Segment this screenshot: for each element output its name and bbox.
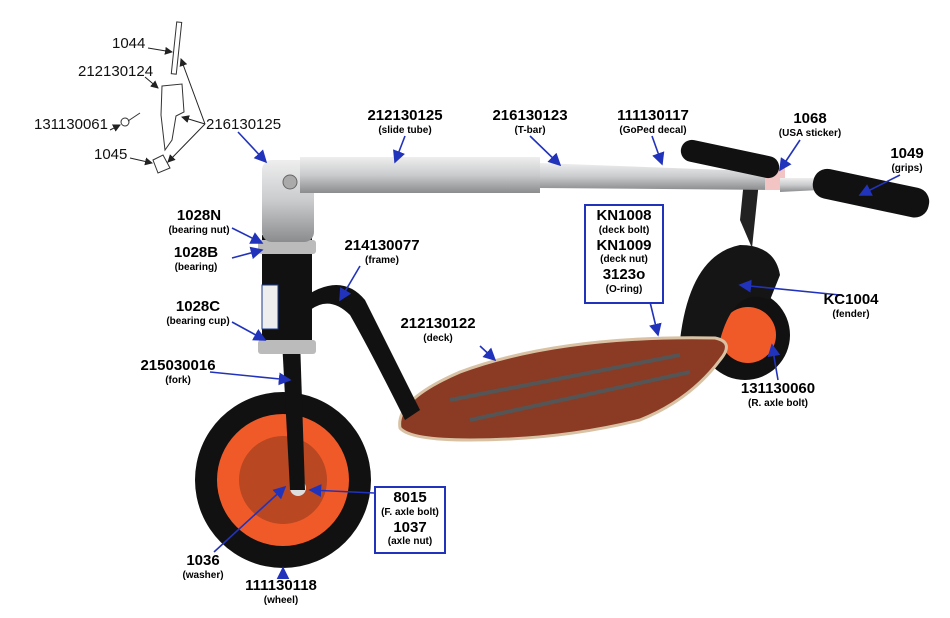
part-desc: (fork) — [165, 374, 191, 386]
callout-bearing-nut: 1028N(bearing nut) — [168, 207, 230, 236]
part-desc: (deck bolt) — [598, 224, 650, 236]
callout-fork: 215030016(fork) — [140, 357, 216, 386]
part-number: 1037 — [393, 518, 427, 536]
part-number: 1049 — [890, 145, 924, 162]
leader-arrow — [529, 135, 562, 167]
leader-arrow — [651, 135, 665, 166]
fender — [680, 245, 780, 340]
part-number: 212130122 — [400, 315, 476, 332]
part-label-1045: 1045 — [94, 146, 128, 163]
leader-arrow — [167, 123, 206, 163]
leader-arrow — [779, 139, 801, 172]
part-number: 1068 — [793, 110, 827, 127]
leader-arrow — [767, 343, 781, 381]
part-number: 8015 — [393, 489, 427, 506]
leader-arrow — [308, 484, 375, 497]
callout-wheel: 111130118(wheel) — [245, 577, 317, 606]
part-desc: (grips) — [891, 162, 923, 174]
part-number: 216130123 — [492, 107, 568, 124]
part-desc: (washer) — [182, 569, 224, 581]
part-number: 215030016 — [140, 357, 216, 374]
part-number: 1036 — [186, 552, 220, 569]
part-desc: (deck) — [423, 332, 453, 344]
exploded-clamp-parts — [120, 21, 185, 174]
part-desc: (slide tube) — [378, 124, 432, 136]
leader-arrow — [147, 46, 173, 55]
leader-arrow — [231, 321, 267, 341]
leader-arrow — [213, 485, 287, 553]
callout-bearing: 1028B(bearing) — [173, 244, 219, 273]
right-grip — [812, 168, 930, 218]
part-desc: (R. axle bolt) — [747, 397, 809, 409]
slide-tube — [300, 157, 540, 193]
part-desc: (F. axle bolt) — [381, 506, 439, 518]
part-label-216130125: 216130125 — [206, 116, 282, 133]
leader-arrow — [129, 157, 153, 166]
callout-r-axle-bolt: 131130060(R. axle bolt) — [740, 380, 816, 409]
callout-box-deck-hardware: KN1008(deck bolt) KN1009(deck nut) 3123o… — [584, 204, 664, 304]
part-desc: (frame) — [365, 254, 399, 266]
part-label-212130124: 212130124 — [78, 63, 154, 80]
part-label-131130061: 131130061 — [34, 116, 108, 133]
part-number: 214130077 — [344, 237, 420, 254]
part-number: 111130117 — [617, 107, 689, 124]
t-bar — [540, 163, 780, 190]
leader-arrow — [231, 246, 264, 260]
leader-arrow — [479, 345, 497, 362]
callout-t-bar: 216130123(T-bar) — [492, 107, 568, 136]
part-number: 111130118 — [245, 577, 317, 594]
part-desc: (T-bar) — [514, 124, 546, 136]
left-grip — [680, 139, 780, 179]
part-label-1044: 1044 — [112, 35, 146, 52]
leader-arrow — [231, 227, 264, 244]
part-desc: (bearing) — [174, 261, 218, 273]
part-desc: (bearing nut) — [168, 224, 230, 236]
callout-bearing-cup: 1028C(bearing cup) — [166, 298, 230, 327]
callout-fender: KC1004(fender) — [823, 291, 879, 320]
part-number: 1028N — [176, 207, 222, 224]
part-desc: (deck nut) — [600, 254, 648, 265]
frame — [300, 285, 420, 420]
deck — [398, 336, 728, 442]
part-number: KN1008 — [596, 207, 652, 224]
part-number: 1028B — [173, 244, 219, 261]
part-desc: (GoPed decal) — [619, 124, 687, 136]
part-desc: (fender) — [832, 308, 870, 320]
callout-usa-sticker: 1068(USA sticker) — [778, 110, 842, 139]
leader-arrow — [738, 279, 841, 296]
leader-arrow — [179, 58, 206, 125]
part-number: 1028C — [175, 298, 221, 315]
part-desc: (USA sticker) — [778, 127, 842, 139]
leader-arrow — [649, 301, 662, 337]
part-number: KN1009 — [596, 236, 652, 254]
leader-arrow — [109, 124, 121, 132]
part-desc: (wheel) — [263, 594, 299, 606]
callout-grips: 1049(grips) — [890, 145, 924, 174]
callout-frame: 214130077(frame) — [344, 237, 420, 266]
callout-washer: 1036(washer) — [182, 552, 224, 581]
part-desc: (axle nut) — [387, 536, 433, 547]
leader-arrow — [237, 131, 268, 164]
part-number: 212130125 — [367, 107, 443, 124]
part-number: 131130060 — [740, 380, 816, 397]
callout-goped-decal: 111130117(GoPed decal) — [617, 107, 689, 136]
part-number: KC1004 — [823, 291, 879, 308]
leader-arrow — [181, 115, 206, 125]
leader-arrow — [339, 265, 361, 302]
part-number: 3123o — [602, 266, 646, 283]
callout-box-axle-hardware: 8015(F. axle bolt) 1037(axle nut) — [374, 486, 446, 554]
part-desc: (O-ring) — [605, 283, 643, 295]
part-desc: (bearing cup) — [166, 315, 230, 327]
leader-arrow — [858, 174, 901, 196]
callout-deck: 212130122(deck) — [400, 315, 476, 344]
leader-arrow — [209, 371, 292, 386]
callout-slide-tube: 212130125(slide tube) — [367, 107, 443, 136]
leader-arrow — [144, 76, 159, 89]
leader-arrow — [393, 135, 406, 164]
